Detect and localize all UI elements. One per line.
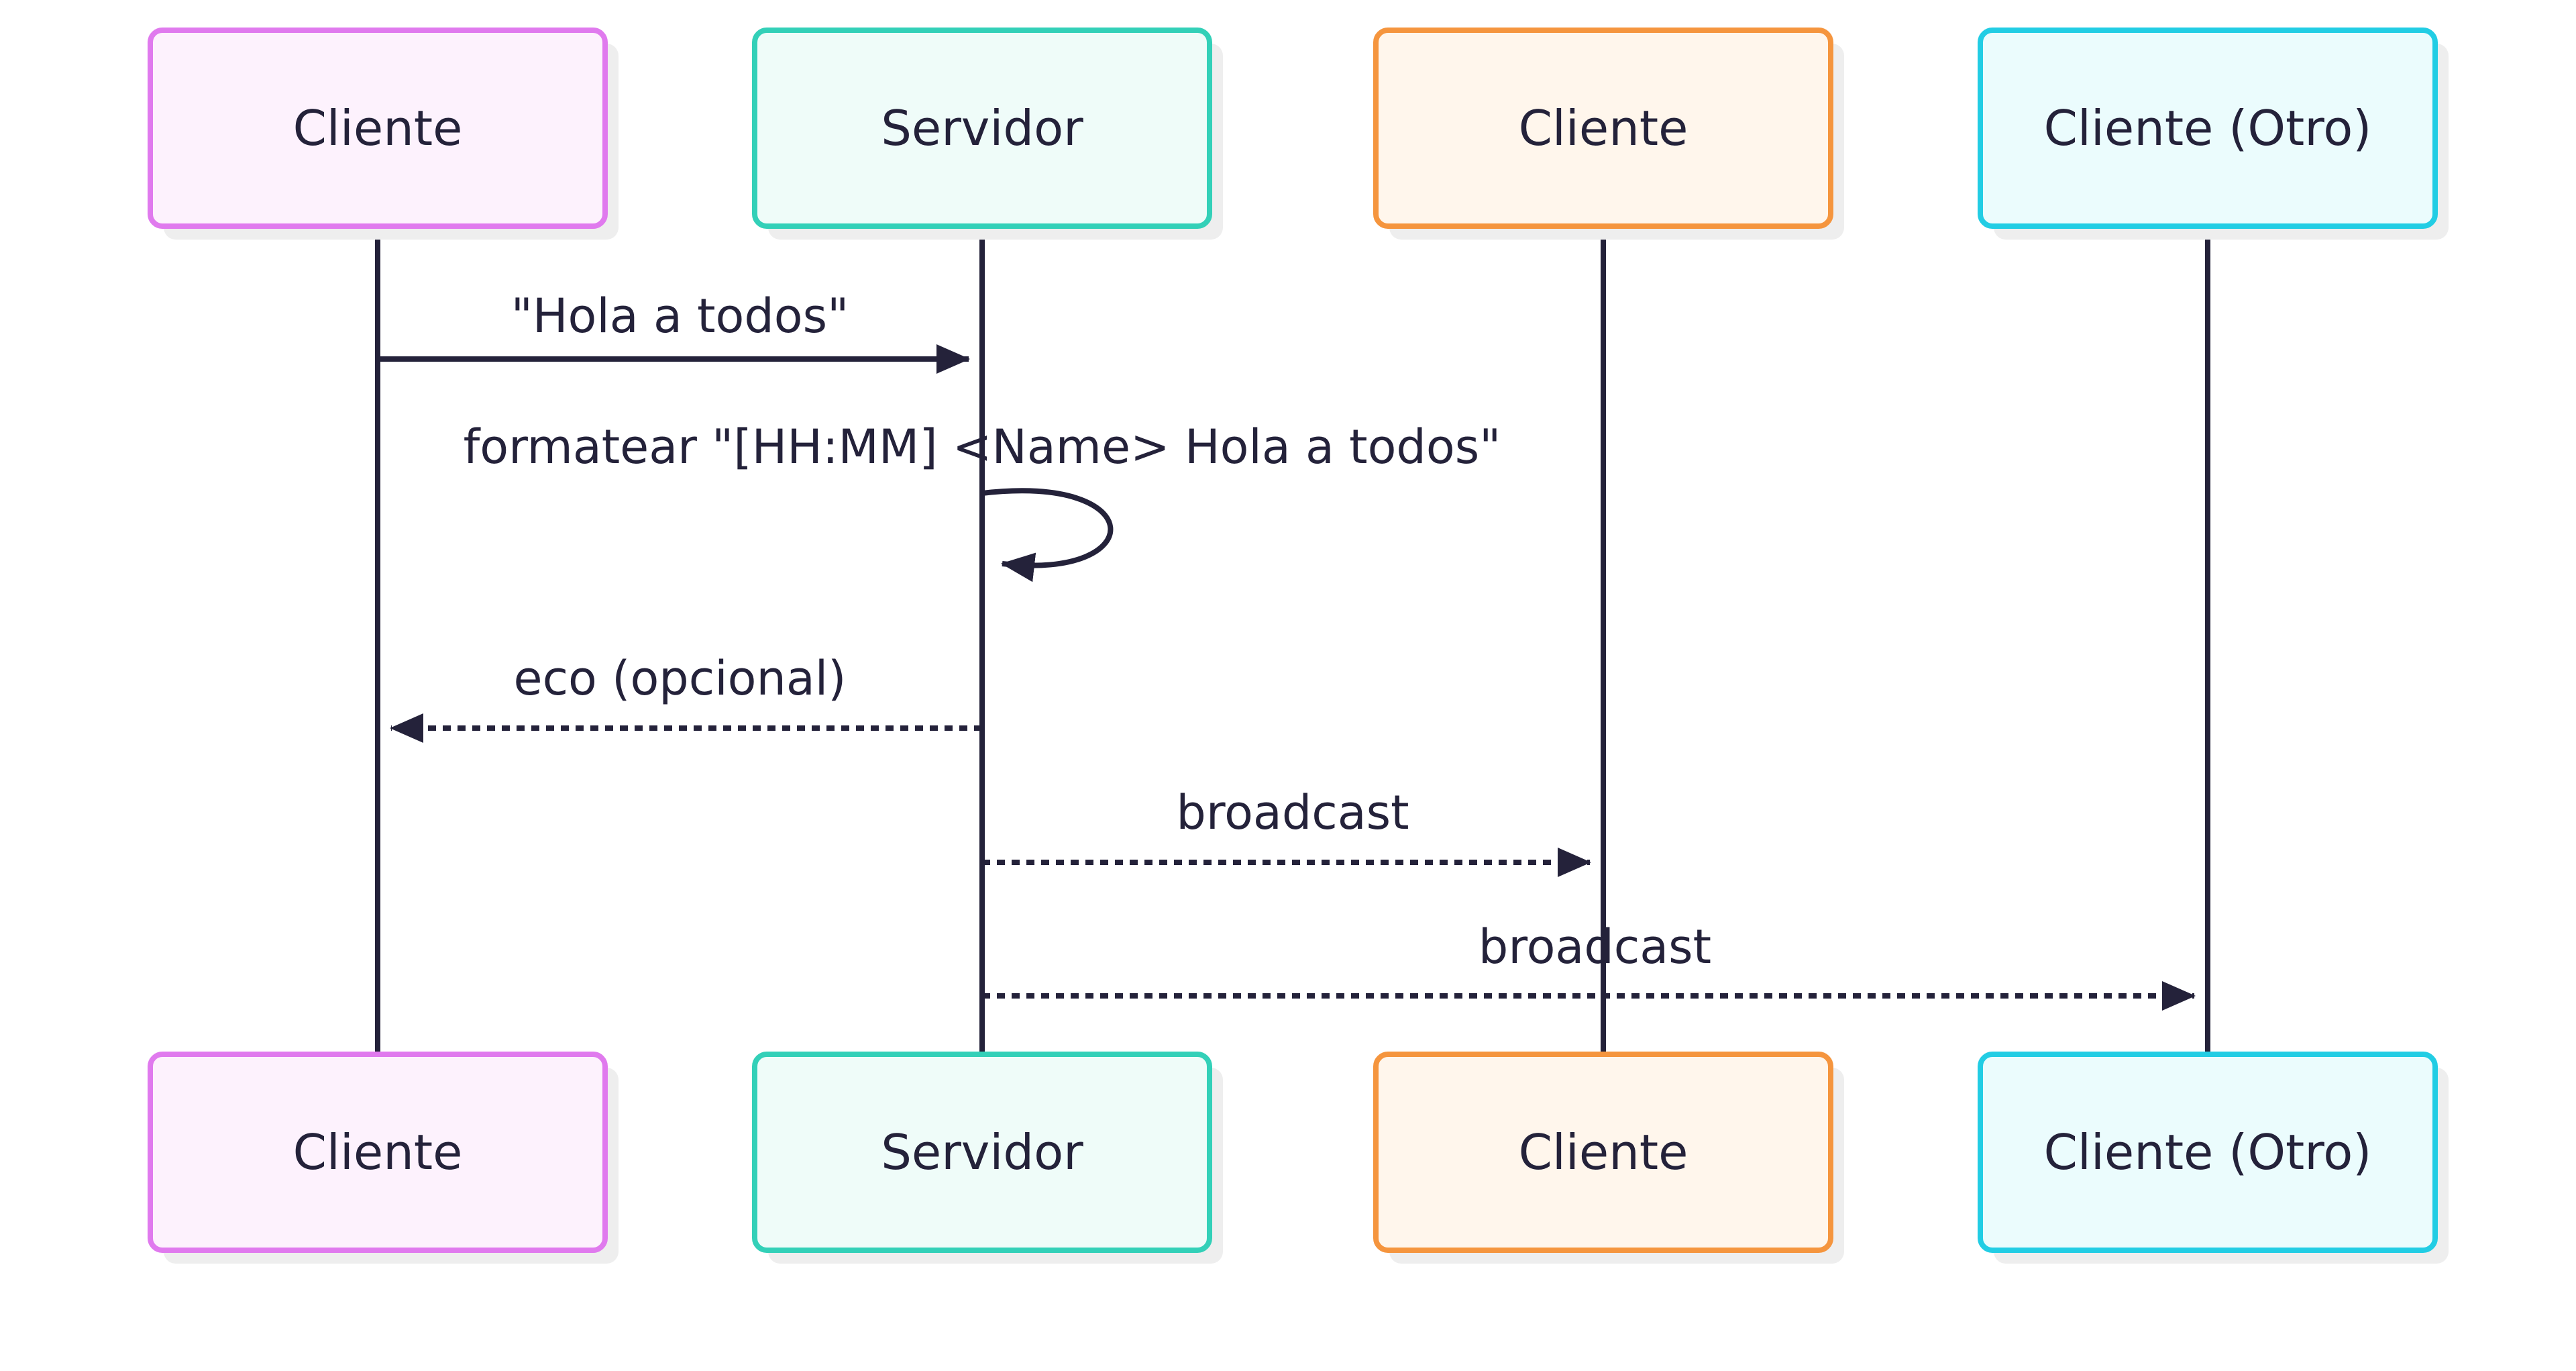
actor-label: Cliente (Otro) [2044,1124,2372,1180]
top-actor-4: Cliente (Otro) [1978,28,2449,240]
actor-box [148,1052,608,1253]
actor-box [1978,1052,2438,1253]
top-actor-2: Servidor [752,28,1223,240]
actor-box [1373,28,1833,229]
actor-box [752,1052,1212,1253]
message-label: formatear "[HH:MM] <Name> Hola a todos" [464,419,1501,474]
actor-label: Cliente [1519,1124,1688,1180]
actor-label: Cliente [293,1124,463,1180]
bottom-actor-4: Cliente (Otro) [1978,1052,2449,1264]
message-2: formatear "[HH:MM] <Name> Hola a todos" [464,419,1501,582]
actor-label: Cliente (Otro) [2044,100,2372,156]
actor-box [752,28,1212,229]
actors-top: Cliente Servidor Cliente Cliente (Otro) [148,28,2449,240]
message-4: broadcast [982,785,1591,877]
lifelines [375,226,2210,1054]
top-actor-3: Cliente [1373,28,1844,240]
bottom-actor-2: Servidor [752,1052,1223,1264]
message-label: broadcast [1479,919,1711,974]
actor-box [1373,1052,1833,1253]
message-label: "Hola a todos" [511,289,849,344]
message-1: "Hola a todos" [378,289,970,374]
message-label: eco (opcional) [514,651,847,706]
bottom-actor-1: Cliente [148,1052,619,1264]
actor-label: Servidor [881,100,1083,156]
actors-bottom: Cliente Servidor Cliente Cliente (Otro) [148,1052,2449,1264]
actor-label: Cliente [1519,100,1688,156]
top-actor-1: Cliente [148,28,619,240]
actor-box [148,28,608,229]
message-3: eco (opcional) [390,651,982,743]
messages: "Hola a todos" formatear "[HH:MM] <Name> … [378,289,2196,1011]
message-5: broadcast [982,919,2196,1011]
actor-box [1978,28,2438,229]
actor-label: Servidor [881,1124,1083,1180]
bottom-actor-3: Cliente [1373,1052,1844,1264]
self-message-arrow [981,488,1114,582]
message-label: broadcast [1176,785,1409,840]
actor-label: Cliente [293,100,463,156]
